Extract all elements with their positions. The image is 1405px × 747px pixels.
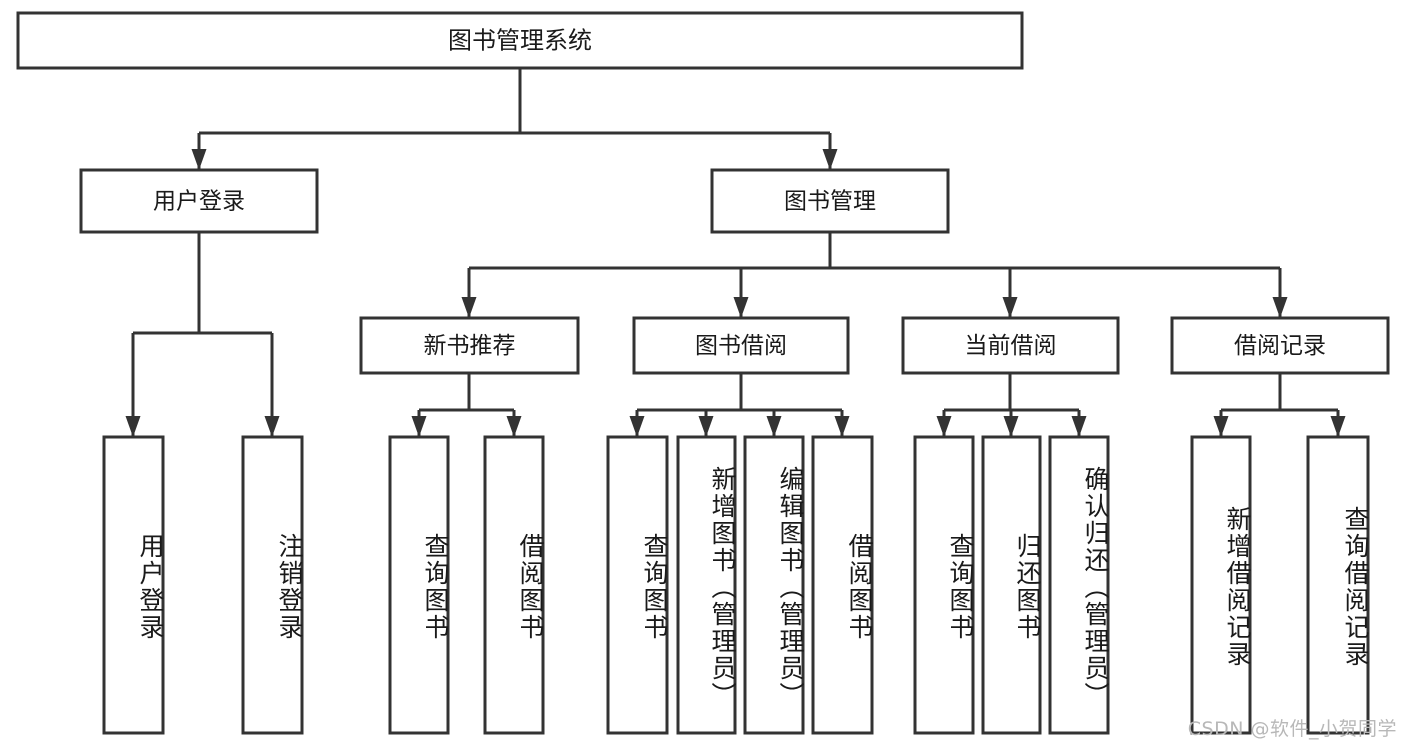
leaf-node-box[interactable] — [1190, 435, 1252, 735]
arrow-head-icon — [1330, 416, 1346, 437]
level1-node-box[interactable] — [79, 168, 319, 234]
leaf-node-box[interactable] — [241, 435, 304, 735]
arrow-head-icon — [1272, 297, 1288, 318]
level2-node-label: 新书推荐 — [424, 333, 516, 359]
level2-node-label: 借阅记录 — [1234, 333, 1326, 359]
level1-node-label: 用户登录 — [153, 189, 245, 215]
level2-node-label: 当前借阅 — [965, 333, 1057, 359]
watermark-text: CSDN @软件_小贺同学 — [1187, 718, 1397, 740]
root-node-label: 图书管理系统 — [448, 27, 592, 55]
leaf-node-box[interactable] — [102, 435, 165, 735]
arrow-head-icon — [1002, 297, 1018, 318]
level2-node-box[interactable] — [1170, 316, 1390, 375]
arrow-head-icon — [1213, 416, 1229, 437]
arrow-head-icon — [733, 297, 749, 318]
leaf-node-box[interactable] — [811, 435, 874, 735]
level2-node-box[interactable] — [632, 316, 850, 375]
level1-node-label: 图书管理 — [784, 189, 876, 215]
arrow-head-icon — [936, 416, 952, 437]
level1-node-box[interactable] — [710, 168, 950, 234]
arrow-head-icon — [1003, 416, 1019, 437]
root-node-box[interactable] — [16, 11, 1024, 70]
leaf-node-box[interactable] — [606, 435, 669, 735]
arrow-head-icon — [264, 416, 280, 437]
node-box-layer — [16, 11, 1390, 735]
arrow-head-icon — [698, 416, 714, 437]
level2-node-box[interactable] — [359, 316, 580, 375]
arrow-head-icon — [1071, 416, 1087, 437]
leaf-node-box[interactable] — [981, 435, 1042, 735]
leaf-node-box[interactable] — [913, 435, 975, 735]
arrow-head-icon — [461, 297, 477, 318]
leaf-node-box[interactable] — [743, 435, 805, 735]
level2-node-box[interactable] — [901, 316, 1120, 375]
leaf-node-box[interactable] — [1306, 435, 1370, 735]
arrow-head-icon — [629, 416, 645, 437]
leaf-node-box[interactable] — [676, 435, 737, 735]
leaf-node-box[interactable] — [483, 435, 545, 735]
arrow-head-icon — [822, 149, 838, 170]
connector-layer — [125, 68, 1346, 437]
arrow-head-icon — [191, 149, 207, 170]
leaf-node-box[interactable] — [388, 435, 450, 735]
arrow-head-icon — [125, 416, 141, 437]
arrow-head-icon — [766, 416, 782, 437]
arrow-head-icon — [834, 416, 850, 437]
level2-node-label: 图书借阅 — [695, 333, 787, 359]
arrow-head-icon — [411, 416, 427, 437]
leaf-node-box[interactable] — [1048, 435, 1110, 735]
arrow-head-icon — [506, 416, 522, 437]
